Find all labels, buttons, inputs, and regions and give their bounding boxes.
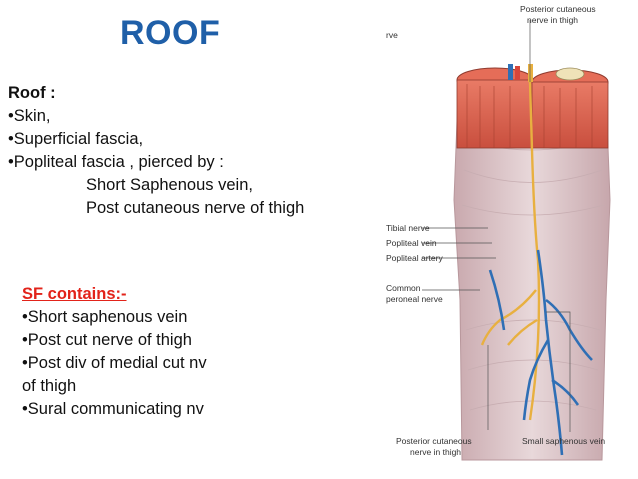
roof-item: •Popliteal fascia , pierced by : (8, 153, 224, 171)
label-posterior-cutaneous-top-2: nerve in thigh (527, 15, 578, 25)
sf-heading: SF contains:- (22, 285, 127, 303)
sf-item: •Sural communicating nv (22, 400, 204, 418)
leader-lines (422, 20, 571, 432)
slide-title: ROOF (120, 14, 221, 52)
pierced-by-item: Post cutaneous nerve of thigh (86, 199, 305, 217)
label-popliteal-vein: Popliteal vein (386, 238, 437, 248)
popliteal-anatomy-figure: Posterior cutaneous nerve in thigh rve T… (386, 4, 611, 461)
label-common-peroneal: Common (386, 283, 421, 293)
label-common-peroneal-2: peroneal nerve (386, 294, 443, 304)
label-small-saphenous-vein: Small saphenous vein (522, 436, 605, 446)
label-posterior-cutaneous-top: Posterior cutaneous (520, 4, 596, 14)
sf-section: SF contains:- •Short saphenous vein •Pos… (22, 283, 207, 421)
sf-item: •Post cut nerve of thigh (22, 331, 192, 349)
label-partial-nerve: rve (386, 30, 398, 40)
label-popliteal-artery: Popliteal artery (386, 253, 443, 263)
label-tibial-nerve: Tibial nerve (386, 223, 430, 233)
sf-item: •Post div of medial cut nv (22, 354, 207, 372)
label-posterior-cutaneous-bottom-2: nerve in thigh (410, 447, 461, 457)
sf-item: of thigh (22, 377, 77, 395)
sf-item: •Short saphenous vein (22, 308, 188, 326)
roof-section: Roof : •Skin, •Superficial fascia, •Popl… (8, 82, 304, 220)
muscle-cross-section (456, 64, 609, 149)
label-posterior-cutaneous-bottom: Posterior cutaneous (396, 436, 472, 446)
roof-heading: Roof : (8, 84, 56, 102)
roof-item: •Skin, (8, 107, 51, 125)
posterior-cutaneous-nerve (480, 81, 541, 421)
roof-item: •Superficial fascia, (8, 130, 144, 148)
pierced-by-item: Short Saphenous vein, (86, 176, 253, 194)
